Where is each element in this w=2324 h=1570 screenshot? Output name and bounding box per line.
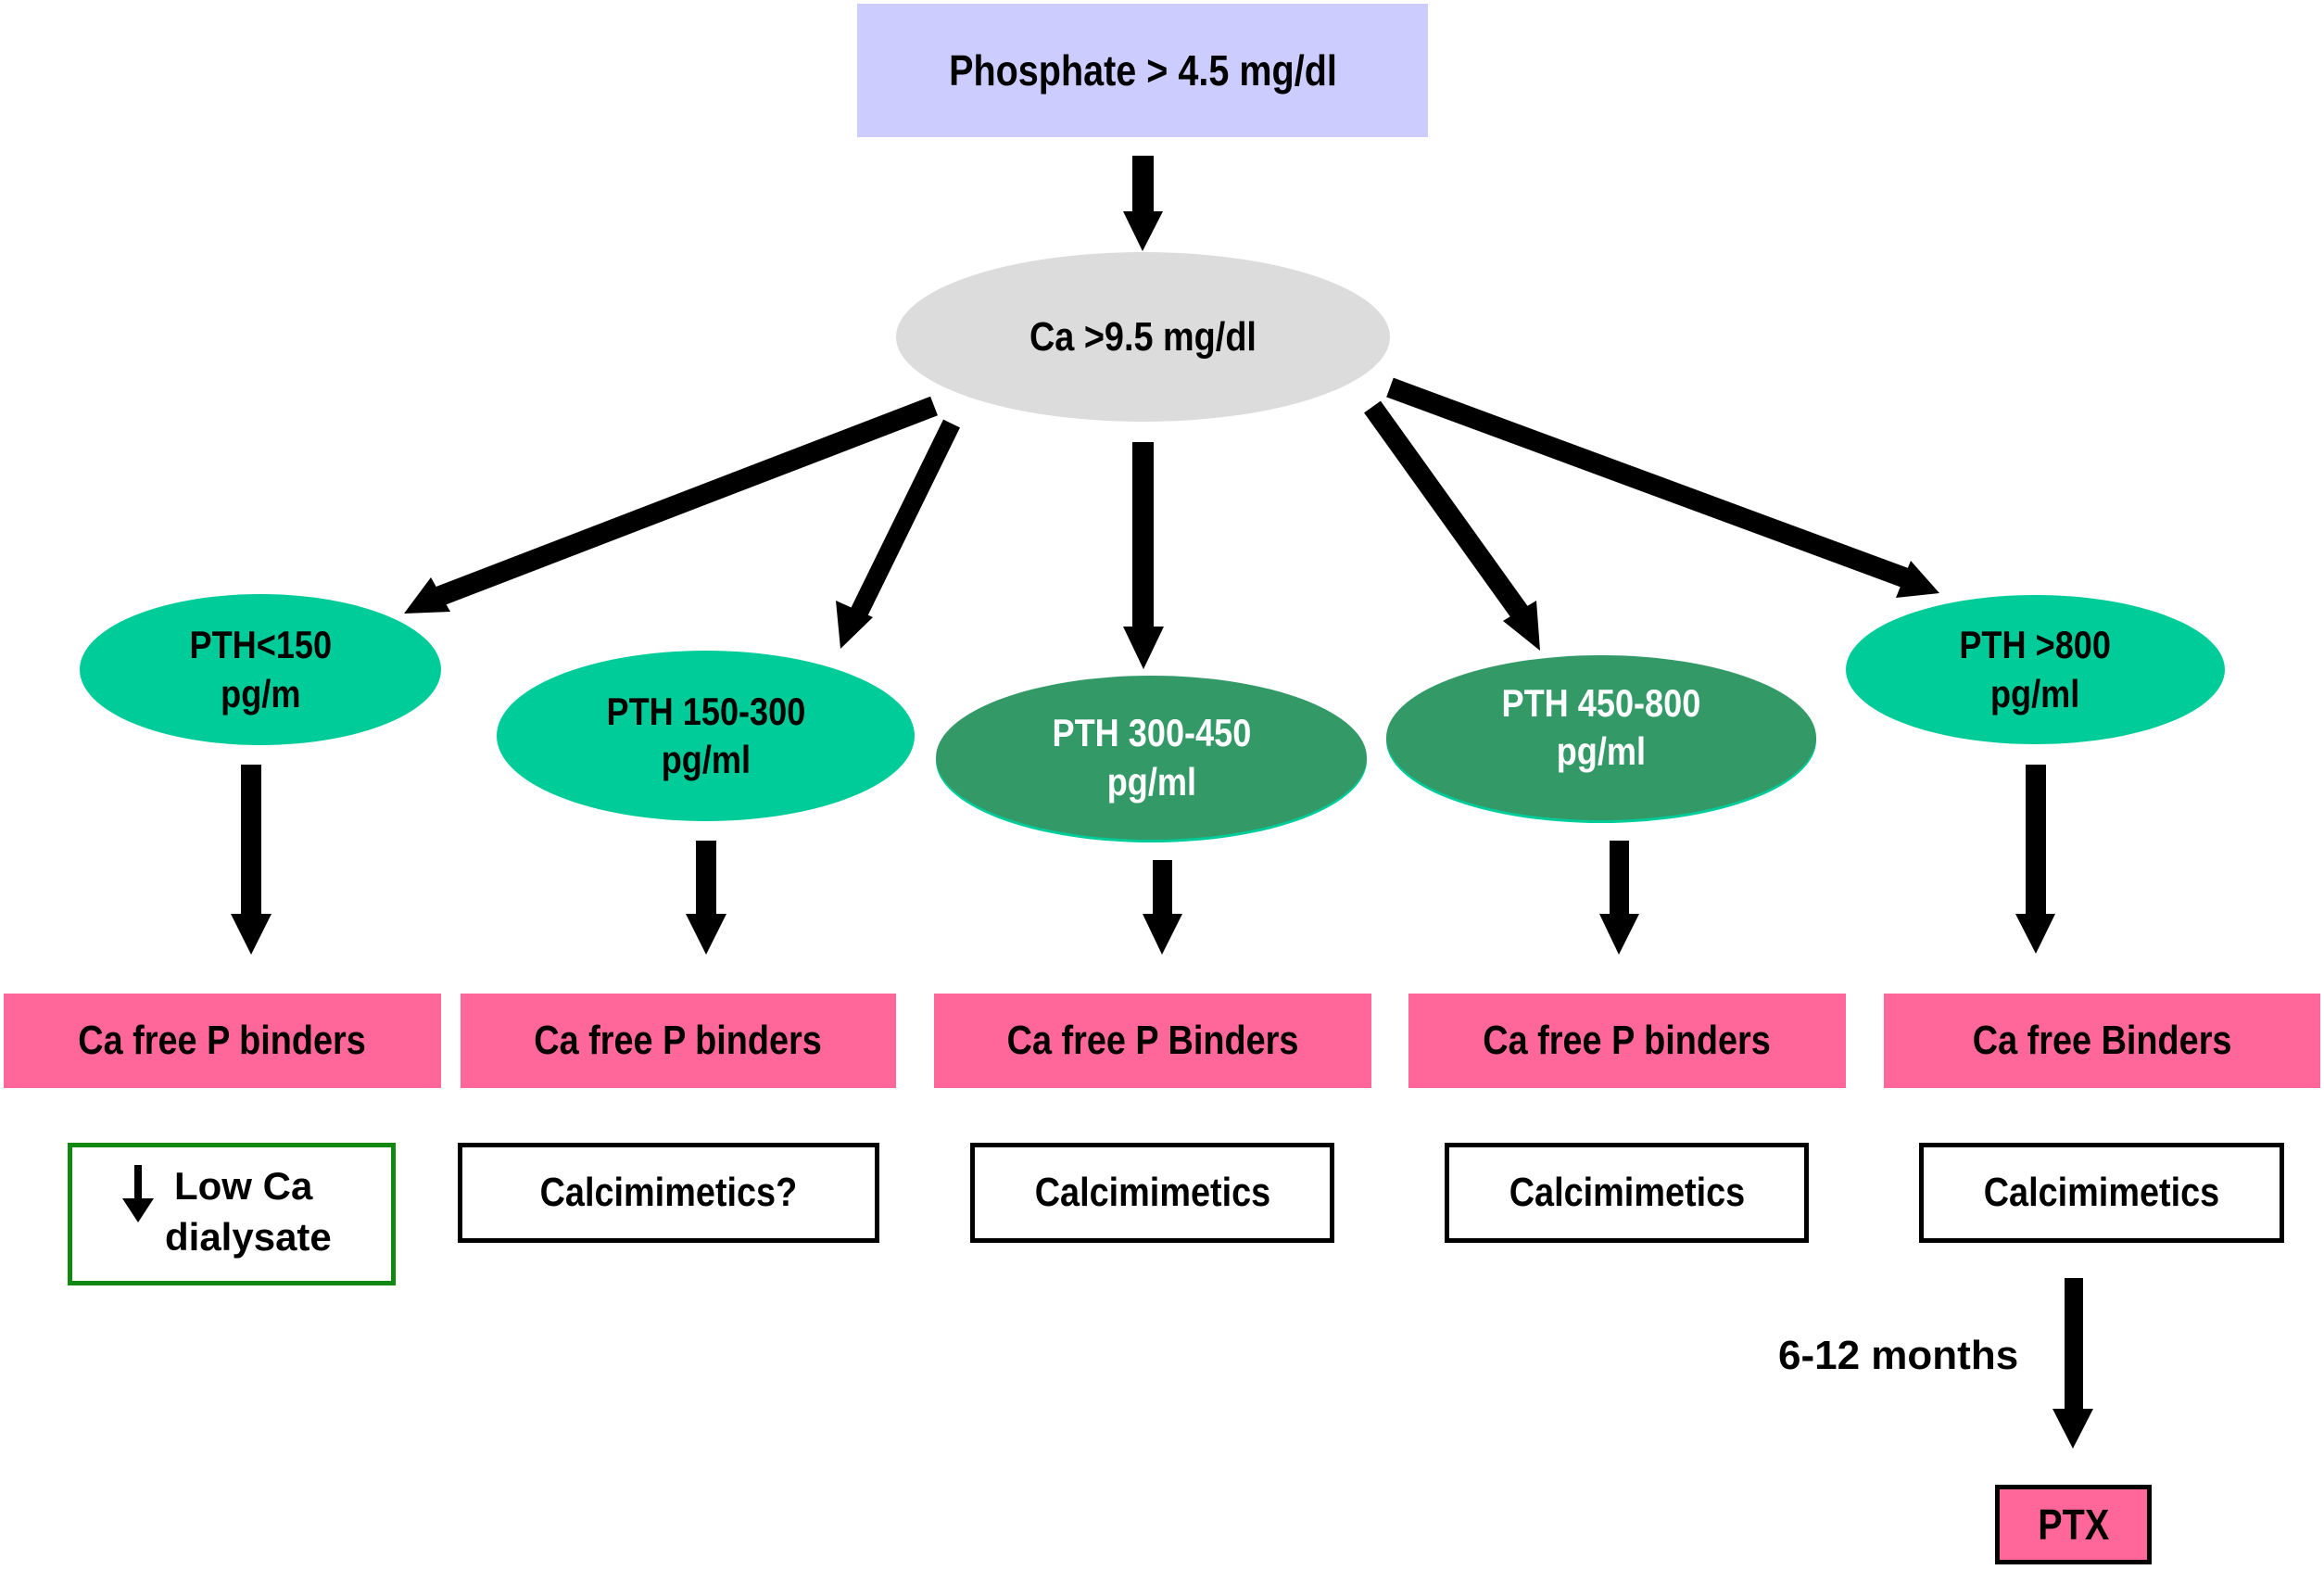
- pth-node-450-800: PTH 450-800 pg/ml: [1386, 655, 1816, 820]
- calcimimetics-label: Calcimimetics: [1034, 1170, 1270, 1215]
- arrow-pth4-to-binder: [1599, 841, 1639, 955]
- calcium-criterion-label: Ca >9.5 mg/dl: [1029, 313, 1257, 360]
- pth-node-lt150: PTH<150 pg/m: [80, 594, 441, 745]
- binder-label: Ca free Binders: [1972, 1018, 2232, 1063]
- pth-node-300-450: PTH 300-450 pg/ml: [936, 676, 1367, 840]
- pth-node-label: PTH >800: [1959, 623, 2112, 666]
- pth-node-unit: pg/ml: [1556, 729, 1647, 773]
- pth-node-unit: pg/ml: [1106, 759, 1196, 804]
- binder-label: Ca free P Binders: [1006, 1018, 1299, 1063]
- calcimimetics-label: Calcimimetics?: [539, 1170, 798, 1215]
- calcimimetics-box-4: Calcimimetics: [1445, 1143, 1809, 1243]
- low-ca-label: Low Ca: [174, 1164, 313, 1208]
- pth-node-label: PTH 450-800: [1501, 680, 1701, 725]
- arrow-phosphate-to-ca: [1123, 156, 1163, 251]
- pth-node-150-300: PTH 150-300 pg/ml: [497, 651, 915, 821]
- pth-node-gt800: PTH >800 pg/ml: [1846, 595, 2225, 744]
- arrow-ca-to-pth-450-800: [1364, 400, 1540, 651]
- binder-box-4: Ca free P binders: [1408, 994, 1846, 1088]
- followup-duration-label: 6-12 months: [1778, 1333, 2019, 1378]
- calcimimetics-label: Calcimimetics: [1509, 1170, 1745, 1215]
- pth-node-label: PTH 150-300: [606, 689, 805, 733]
- low-ca-dialysate-box: Low Ca dialysate: [68, 1143, 396, 1285]
- arrow-pth1-to-binder: [231, 765, 272, 955]
- pth-node-unit: pg/ml: [661, 738, 751, 781]
- binder-label: Ca free P binders: [78, 1018, 367, 1063]
- phosphate-criterion-box: Phosphate > 4.5 mg/dl: [857, 4, 1428, 137]
- ptx-box: PTX: [1995, 1485, 2152, 1564]
- calcimimetics-box-5: Calcimimetics: [1919, 1143, 2284, 1243]
- binder-label: Ca free P binders: [1483, 1018, 1772, 1063]
- phosphate-criterion-label: Phosphate > 4.5 mg/dl: [948, 46, 1337, 95]
- pth-node-unit: pg/m: [220, 671, 301, 715]
- down-arrow-icon: [122, 1165, 154, 1222]
- arrow-ca-to-pth-150-300: [836, 419, 960, 649]
- binder-box-5: Ca free Binders: [1884, 994, 2320, 1088]
- arrow-pth2-to-binder: [686, 841, 726, 955]
- binder-box-3: Ca free P Binders: [934, 994, 1371, 1088]
- binder-box-2: Ca free P binders: [461, 994, 896, 1088]
- binder-label: Ca free P binders: [534, 1018, 823, 1063]
- arrow-calcimimetics-to-ptx: [2052, 1278, 2093, 1449]
- binder-box-1: Ca free P binders: [4, 994, 441, 1088]
- calcimimetics-box-2: Calcimimetics?: [458, 1143, 879, 1243]
- arrow-ca-to-pth-300-450: [1123, 442, 1164, 669]
- calcimimetics-label: Calcimimetics: [1983, 1170, 2220, 1215]
- pth-node-label: PTH<150: [189, 623, 332, 666]
- pth-node-label: PTH 300-450: [1052, 711, 1251, 754]
- arrow-pth3-to-binder: [1143, 860, 1182, 955]
- arrow-pth5-to-binder: [2015, 765, 2055, 954]
- arrow-ca-to-pth-gt800: [1386, 377, 1939, 598]
- ptx-label: PTX: [2038, 1500, 2109, 1549]
- dialysate-label: dialysate: [165, 1215, 332, 1260]
- arrow-ca-to-pth-lt150: [404, 396, 938, 614]
- pth-node-unit: pg/ml: [1990, 671, 2080, 715]
- calcium-criterion-node: Ca >9.5 mg/dl: [896, 252, 1390, 422]
- calcimimetics-box-3: Calcimimetics: [970, 1143, 1334, 1243]
